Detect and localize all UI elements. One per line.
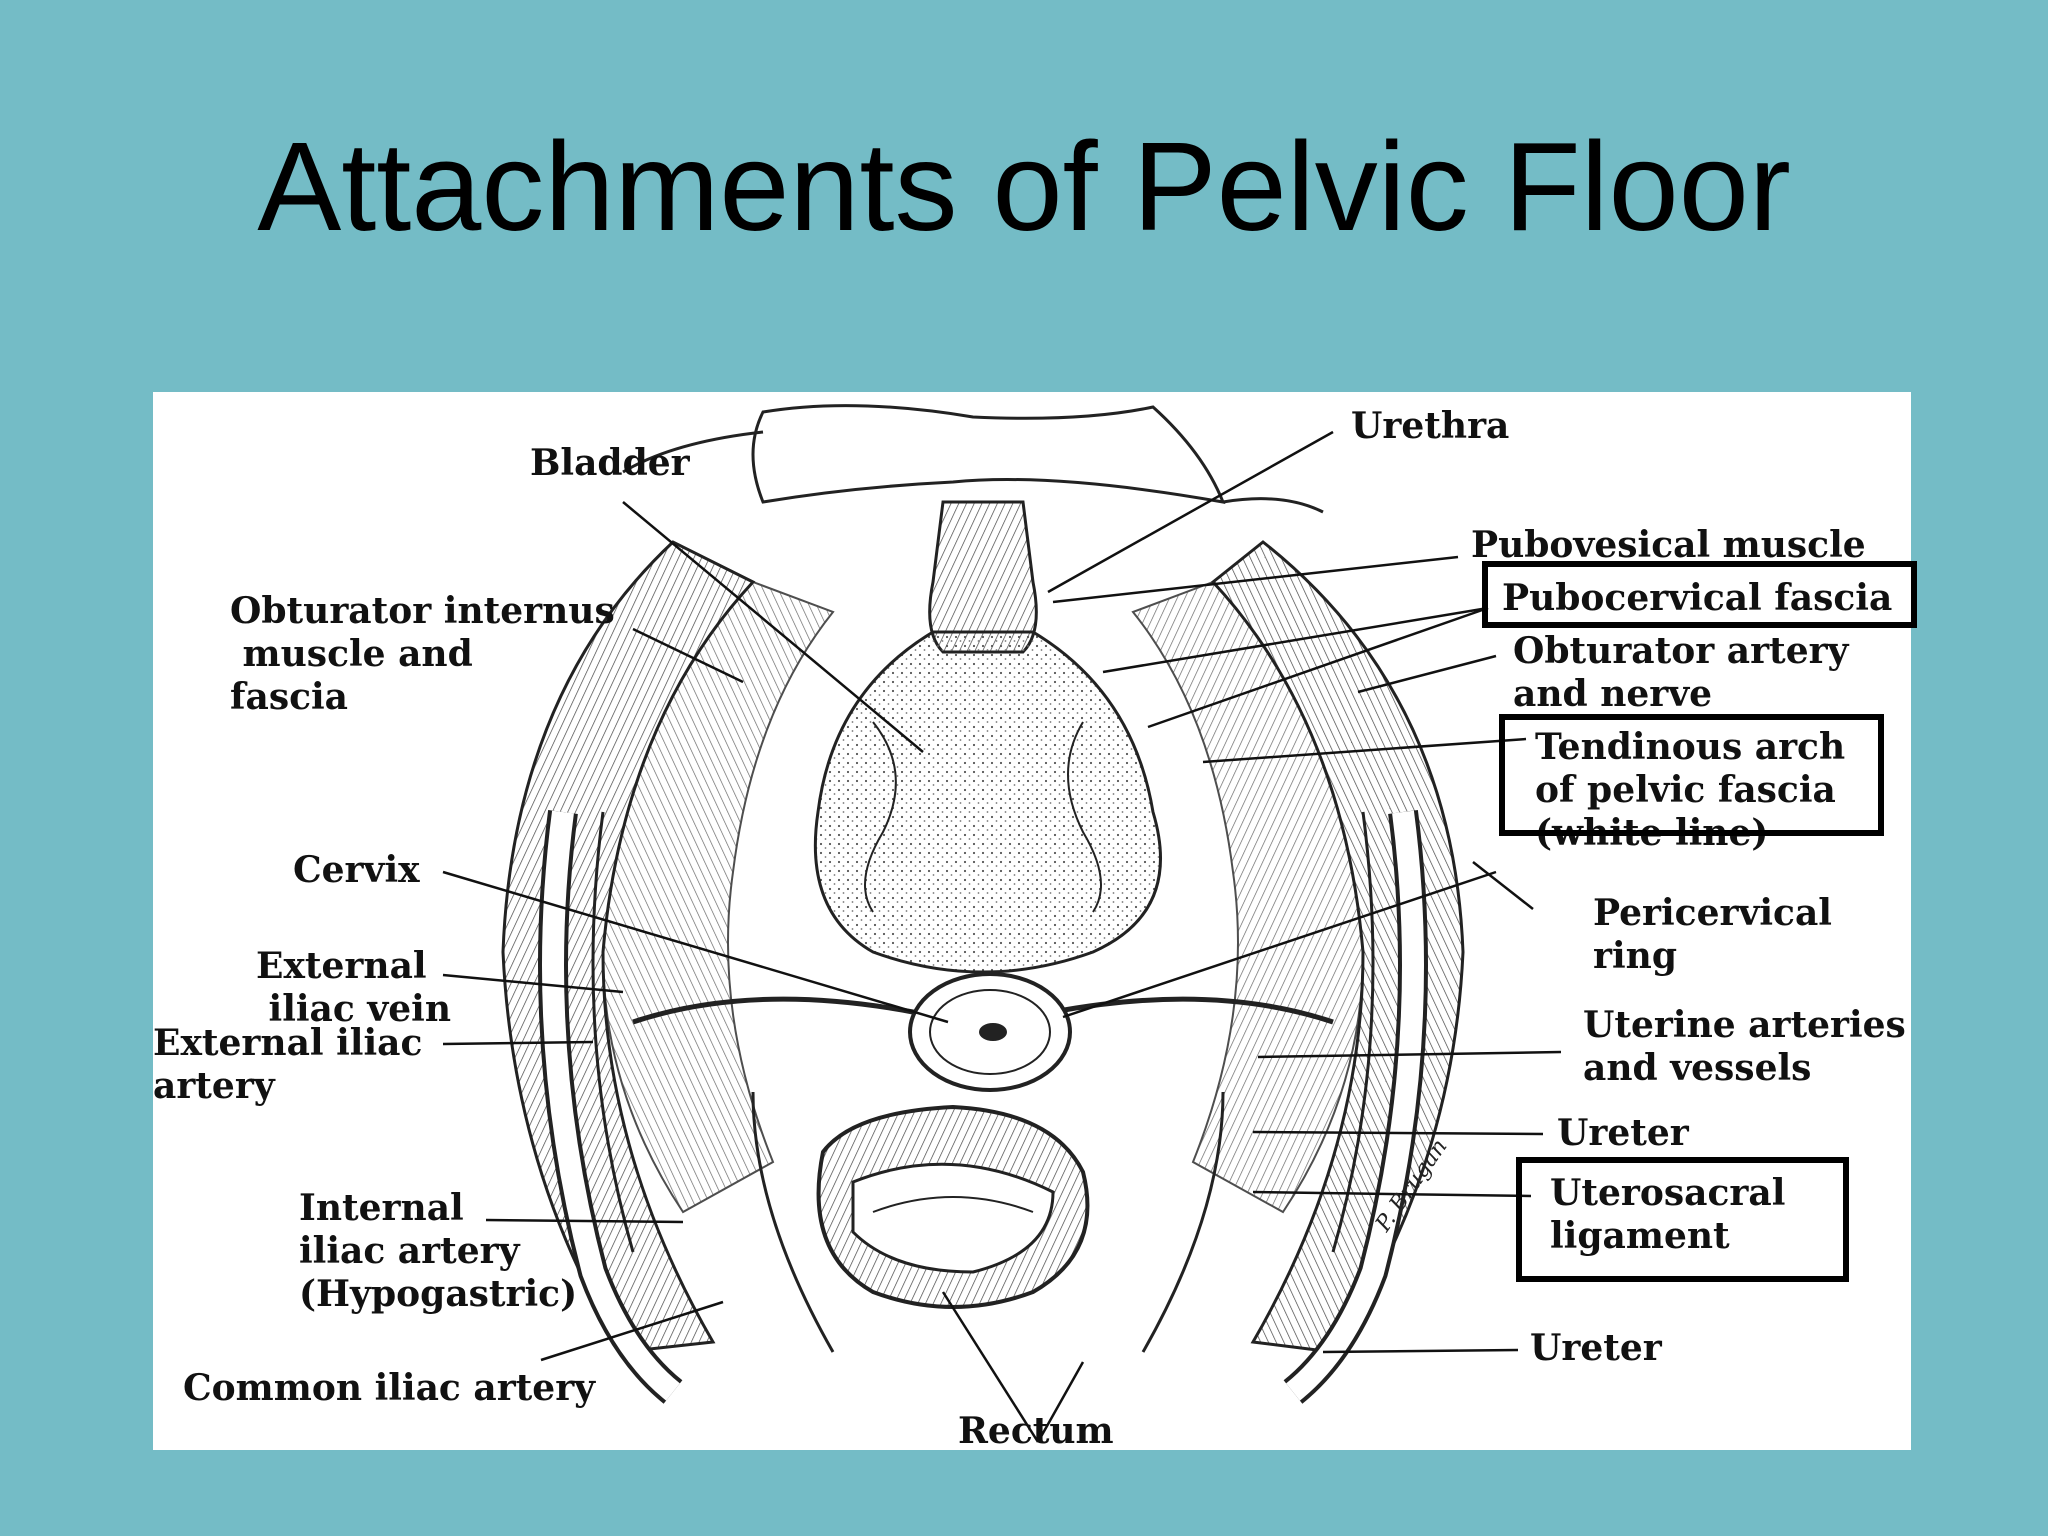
common-iliac-artery-label: Common iliac artery [183, 1367, 596, 1409]
tendinous-arch-box [1499, 714, 1884, 836]
cervix-label: Cervix [293, 849, 420, 891]
external-iliac-artery-label: External iliac artery [153, 1022, 423, 1107]
slide-title: Attachments of Pelvic Floor [257, 116, 1791, 257]
anatomy-figure: Bladder Urethra Pubovesical muscle Puboc… [153, 392, 1917, 1452]
urethra-label: Urethra [1351, 405, 1510, 447]
uterine-arteries-label: Uterine arteries and vessels [1583, 1004, 1906, 1089]
obturator-internus-label: Obturator internus muscle and fascia [230, 590, 615, 718]
internal-iliac-artery-label: Internal iliac artery (Hypogastric) [299, 1187, 578, 1315]
bladder-label: Bladder [530, 442, 690, 484]
ureter-label-lower: Ureter [1530, 1327, 1662, 1369]
ureter-label-upper: Ureter [1557, 1112, 1689, 1154]
pericervical-ring-label: Pericervical ring [1593, 892, 1832, 977]
uterosacral-ligament-label: Uterosacral ligament [1550, 1172, 1786, 1257]
obturator-artery-label: Obturator artery and nerve [1513, 630, 1849, 715]
uterosacral-ligament-box [1516, 1157, 1849, 1282]
pelvic-floor-illustration [442, 404, 1562, 1443]
external-iliac-vein-label: External iliac vein [256, 945, 452, 1030]
pubovesical-muscle-label: Pubovesical muscle [1471, 524, 1866, 566]
rectum-label: Rectum [958, 1410, 1114, 1452]
pubocervical-fascia-label: Pubocervical fascia [1502, 577, 1893, 619]
pubocervical-fascia-box [1482, 561, 1917, 628]
